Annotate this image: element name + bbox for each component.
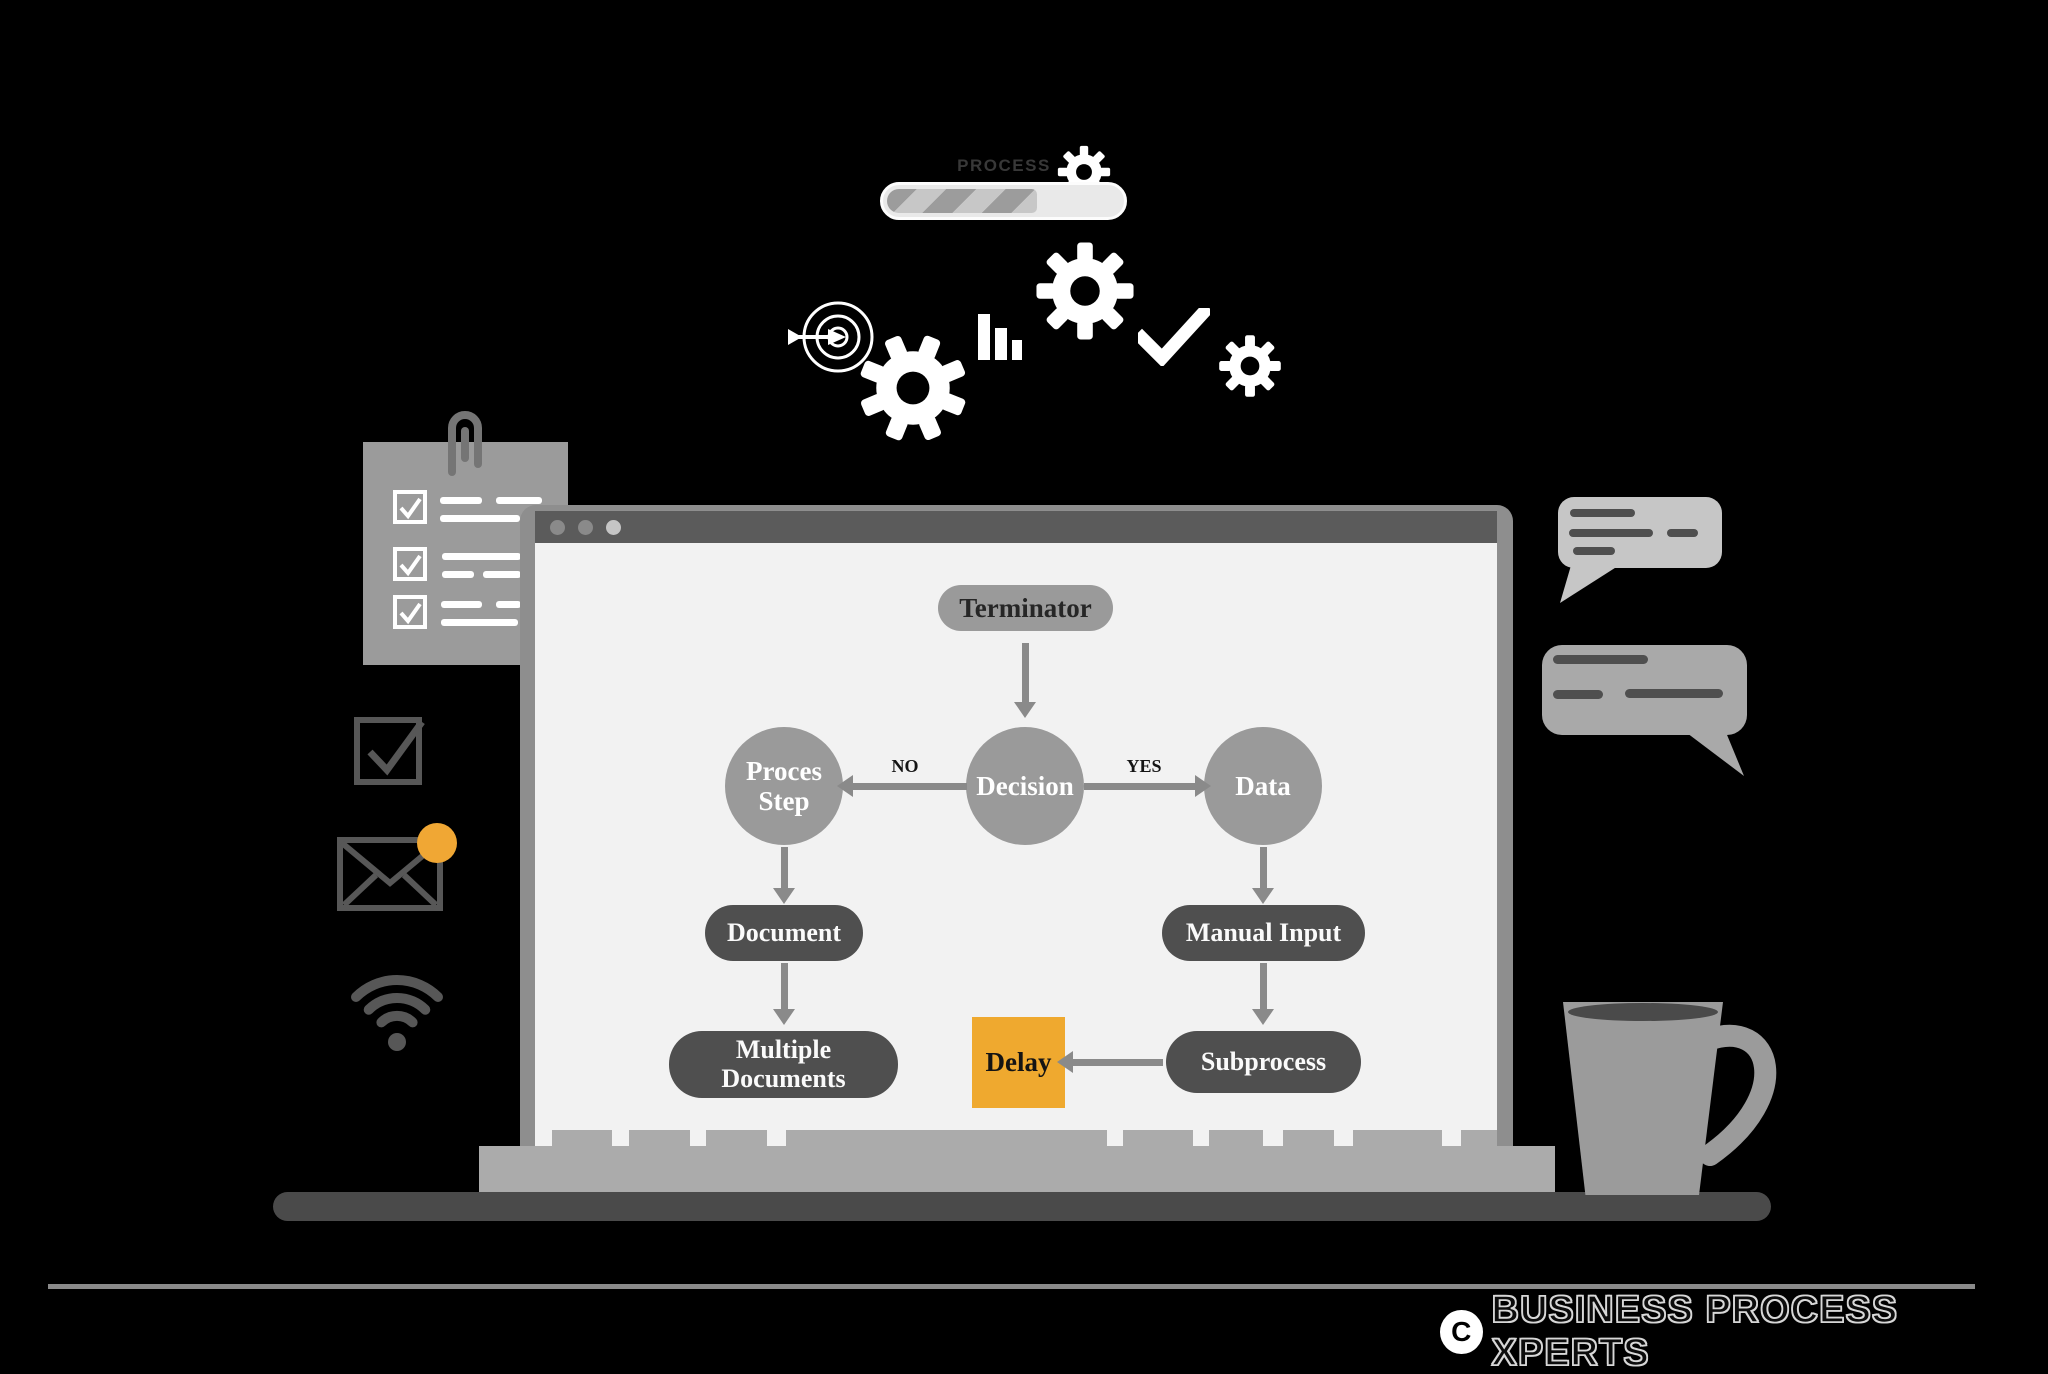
window-dot — [550, 519, 565, 535]
paperclip-icon — [448, 411, 482, 476]
flow-arrow-down — [1014, 643, 1036, 718]
flowchart-node-subprocess: Subprocess — [1166, 1031, 1361, 1093]
flowchart-node-decision: Decision — [966, 727, 1084, 845]
flow-label-yes: YES — [1126, 756, 1162, 776]
divider-line — [48, 1284, 1975, 1289]
chat-bubble-tail — [1683, 730, 1744, 776]
wifi-icon — [351, 975, 443, 1051]
flowchart-node-terminator: Terminator — [938, 585, 1113, 631]
keyboard-key-row — [535, 1130, 1497, 1146]
window-titlebar — [535, 511, 1497, 543]
checkbox-checked-icon — [393, 547, 427, 581]
gear-icon — [1036, 242, 1134, 340]
checkbox-checked-icon — [393, 595, 427, 629]
process-loader-bar — [880, 182, 1127, 220]
laptop-keyboard-deck — [479, 1146, 1555, 1192]
flowchart-node-data: Data — [1204, 727, 1322, 845]
brand-name: BUSINESS PROCESS XPERTS — [1491, 1288, 1899, 1374]
checkbox-icon — [354, 717, 425, 785]
process-loader-label: PROCESS — [957, 156, 1051, 175]
checkmark-icon — [1138, 308, 1210, 366]
process-loader-fill — [887, 189, 1037, 213]
flow-arrow-down — [773, 847, 795, 904]
gear-icon — [1219, 335, 1281, 397]
target-icon — [788, 301, 874, 373]
chat-bubble — [1558, 497, 1722, 568]
mail-notification-icon — [337, 823, 457, 911]
copyright-icon: C — [1440, 1310, 1483, 1354]
flowchart-node-manual-input: Manual Input — [1162, 905, 1365, 961]
flow-arrow-down — [1252, 847, 1274, 904]
flow-arrow-right — [1084, 775, 1211, 797]
mug-handle — [1700, 1024, 1777, 1166]
brand-watermark: C BUSINESS PROCESS XPERTS — [1440, 1288, 2048, 1374]
checkbox-checked-icon — [393, 490, 427, 524]
coffee-mug — [1563, 1002, 1723, 1195]
coffee-surface — [1568, 1003, 1718, 1021]
gear-icon — [860, 335, 966, 441]
laptop-base-bar — [273, 1192, 1771, 1221]
notification-dot — [417, 823, 457, 863]
bar-chart-icon — [978, 314, 1024, 360]
flowchart-node-delay: Delay — [972, 1017, 1065, 1108]
window-dot — [606, 519, 621, 535]
chat-bubble — [1542, 645, 1747, 735]
flowchart-node-document: Document — [705, 905, 863, 961]
flow-arrow-left — [837, 775, 967, 797]
flow-arrow-down — [773, 963, 795, 1025]
flow-label-no: NO — [891, 756, 919, 776]
window-dot — [578, 519, 593, 535]
flow-arrow-down — [1252, 963, 1274, 1025]
flow-arrow-left — [1057, 1051, 1163, 1073]
